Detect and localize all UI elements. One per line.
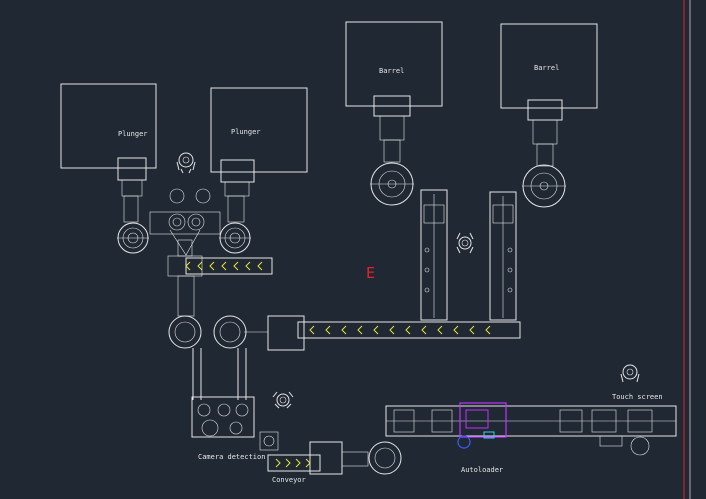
touch-screen-label: Touch screen bbox=[612, 393, 663, 401]
autoloader-line bbox=[385, 405, 677, 456]
barrel-feeder-right bbox=[489, 191, 517, 321]
barrel-left-label: Barrel bbox=[379, 67, 404, 75]
barrel-station-left bbox=[345, 21, 443, 206]
barrel-right-label: Barrel bbox=[534, 64, 559, 72]
section-marker: E bbox=[366, 264, 375, 282]
conveyor-label: Conveyor bbox=[272, 476, 306, 484]
barrel-station-right bbox=[500, 23, 598, 208]
plunger-assembly-mechanism bbox=[149, 188, 221, 257]
robot-gripper-icon bbox=[620, 364, 640, 383]
camera-detection-station bbox=[191, 396, 279, 451]
autoloader-label: Autoloader bbox=[461, 466, 503, 474]
camera-belt bbox=[192, 348, 247, 400]
robot-gripper-icon bbox=[272, 391, 294, 409]
autoloader-unit bbox=[457, 402, 507, 449]
robot-gripper-icon bbox=[176, 152, 196, 174]
main-conveyor bbox=[168, 315, 521, 351]
output-conveyor bbox=[267, 441, 402, 475]
barrel-feeder-left bbox=[420, 189, 448, 321]
robot-gripper-icon bbox=[456, 232, 474, 254]
plunger-station-right bbox=[210, 87, 308, 254]
plunger-station-left bbox=[60, 83, 157, 254]
plunger-out-conveyor bbox=[167, 255, 273, 317]
plunger-right-label: Plunger bbox=[231, 128, 261, 136]
frame-edge bbox=[683, 0, 691, 499]
camera-detection-label: Camera detection bbox=[198, 453, 265, 461]
plunger-left-label: Plunger bbox=[118, 130, 148, 138]
